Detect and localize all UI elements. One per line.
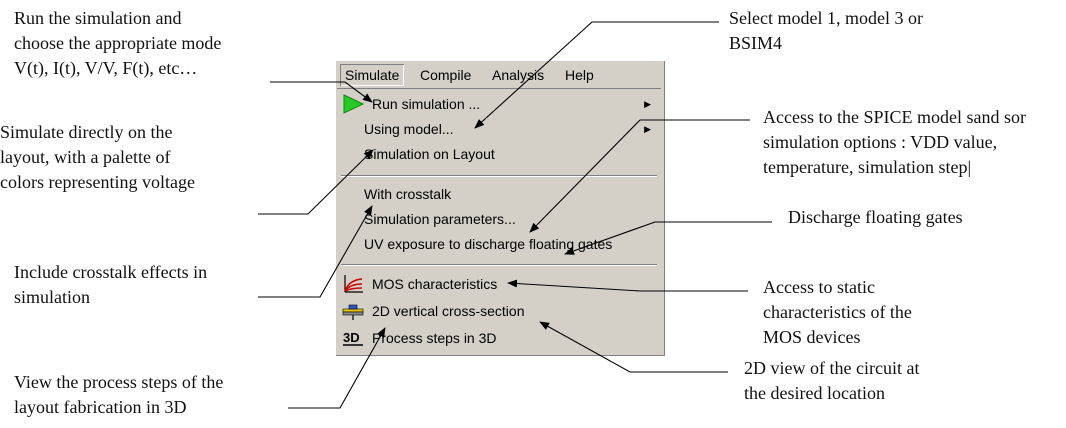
menu-item-label: Process steps in 3D: [372, 330, 497, 346]
menu-item-process-steps-3d[interactable]: 3D Process steps in 3D: [337, 326, 661, 350]
annotation-process-3d: View the process steps of the layout fab…: [14, 372, 224, 417]
menubar-help[interactable]: Help: [565, 67, 594, 83]
menu-item-uv-exposure[interactable]: UV exposure to discharge floating gates: [337, 232, 661, 256]
menu-item-using-model[interactable]: Using model... ▶: [337, 117, 661, 141]
simulate-dropdown: Run simulation ... ▶ Using model... ▶ Si…: [337, 88, 661, 353]
3d-icon: 3D: [342, 328, 364, 348]
menu-item-label: Simulation on Layout: [364, 146, 495, 162]
annotation-static-characteristics: Access to static characteristics of the …: [763, 277, 912, 347]
menu-item-label: Using model...: [364, 121, 454, 137]
menu-item-label: Run simulation ...: [372, 96, 481, 112]
menu-item-label: MOS characteristics: [372, 276, 498, 292]
menu-item-label: With crosstalk: [364, 186, 452, 202]
annotation-crosstalk: Include crosstalk effects in simulation: [14, 262, 208, 307]
submenu-arrow-icon: ▶: [644, 99, 651, 109]
menu-item-2d-cross-section[interactable]: 2D vertical cross-section: [337, 299, 661, 323]
cross-section-icon: [342, 301, 364, 321]
annotation-simulate-on-layout: Simulate directly on the layout, with a …: [0, 122, 195, 192]
annotation-select-model: Select model 1, model 3 or BSIM4: [729, 8, 923, 53]
mos-chart-icon: [342, 274, 364, 294]
annotation-discharge: Discharge floating gates: [788, 207, 963, 227]
annotation-spice-model: Access to the SPICE model sand sor simul…: [763, 107, 1026, 177]
menu-item-mos-characteristics[interactable]: MOS characteristics: [337, 272, 661, 296]
menu-item-run-simulation[interactable]: Run simulation ... ▶: [337, 92, 661, 116]
svg-text:3D: 3D: [343, 330, 360, 345]
play-icon: [342, 94, 365, 114]
simulate-menu-window: Simulate Compile Analysis Help Run simul…: [335, 60, 665, 356]
menu-item-with-crosstalk[interactable]: With crosstalk: [337, 182, 661, 206]
submenu-arrow-icon: ▶: [644, 124, 651, 134]
menu-item-label: Simulation parameters...: [364, 211, 516, 227]
menubar-compile[interactable]: Compile: [420, 67, 472, 83]
menubar-analysis[interactable]: Analysis: [492, 67, 545, 83]
menu-separator: [341, 264, 657, 266]
menu-item-label: 2D vertical cross-section: [372, 303, 525, 319]
menubar-simulate[interactable]: Simulate: [340, 64, 404, 86]
menu-separator: [341, 175, 657, 177]
menu-item-label: UV exposure to discharge floating gates: [364, 236, 613, 252]
menu-item-simulation-on-layout[interactable]: Simulation on Layout: [337, 142, 661, 166]
annotation-2d-view: 2D view of the circuit at the desired lo…: [744, 358, 920, 403]
menu-item-simulation-parameters[interactable]: Simulation parameters...: [337, 207, 661, 231]
menubar: Simulate Compile Analysis Help: [337, 62, 663, 88]
annotation-run-simulation: Run the simulation and choose the approp…: [14, 8, 222, 78]
